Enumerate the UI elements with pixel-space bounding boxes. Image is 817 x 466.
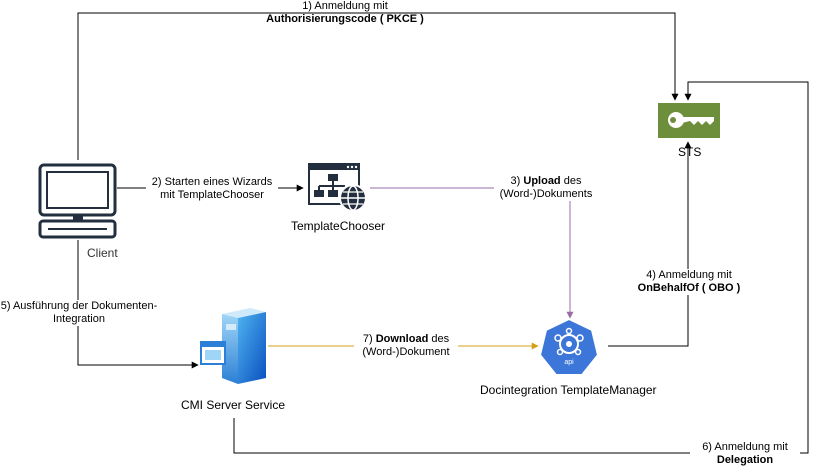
server-window-icon [200,308,266,384]
edge-6-bold-text: Delegation [716,454,774,466]
template-chooser-label: TemplateChooser [291,219,386,233]
computer-monitor-icon [38,163,117,239]
edge-4-label: 4) Anmeldung mit OnBehalfOf ( OBO ) [630,269,748,295]
edge-4-text: 4) Anmeldung mit [646,269,732,281]
edge-1-bold-text: Authorisierungscode ( PKCE ) [266,13,424,25]
web-sitemap-icon [308,163,367,212]
cmi-server-node[interactable] [200,306,268,391]
api-icon-text: api [564,359,574,366]
edge-2-text-2: mit TemplateChooser [160,189,264,201]
edge-5-text-2: Integration [53,313,105,325]
edge-5-line [77,240,199,369]
edge-2-text: 2) Starten eines Wizards [151,176,273,188]
sts-label: STS [678,145,702,159]
edge-7-label: 7) Download des (Word-)Dokument [354,333,458,359]
edge-6-line [233,81,809,454]
kubernetes-api-icon: api [538,317,600,376]
edge-1-line [77,12,679,160]
edge-7-bold-text: Download [375,333,429,345]
edge-1-label: 1) Anmeldung mit Authorisierungscode ( P… [265,0,425,26]
edge-3-prefix: 3) [510,175,524,187]
edge-2-label: 2) Starten eines Wizards mit TemplateCho… [146,176,278,202]
edge-3-suffix: des [560,175,582,187]
client-node[interactable] [38,163,118,246]
edge-6-label: 6) Anmeldung mit Delegation [690,441,800,466]
client-label: Client [87,246,118,260]
edge-5-text: 5) Ausführung der Dokumenten- [0,300,158,312]
template-manager-node[interactable]: api [538,317,600,383]
edge-3-bold-text: Upload [523,175,561,187]
edge-1-text: 1) Anmeldung mit [302,0,388,12]
cmi-server-label: CMI Server Service [181,398,286,412]
template-manager-label: Docintegration TemplateManager [480,383,657,397]
edge-7-text-2: (Word-)Dokument [362,346,450,358]
edge-4-bold-text: OnBehalfOf ( OBO ) [637,282,741,294]
sts-node[interactable] [658,103,720,143]
edge-6-text: 6) Anmeldung mit [702,441,788,453]
edge-5-label: 5) Ausführung der Dokumenten- Integratio… [0,300,158,326]
edge-7-suffix: des [428,333,450,345]
edge-4-line [608,141,692,347]
edge-3-label: 3) Upload des (Word-)Dokuments [494,175,598,201]
edge-3-line [370,187,574,319]
edge-3-text-2: (Word-)Dokuments [499,188,593,200]
template-chooser-node[interactable] [308,163,370,218]
key-icon [658,103,720,138]
edge-7-prefix: 7) [362,333,376,345]
